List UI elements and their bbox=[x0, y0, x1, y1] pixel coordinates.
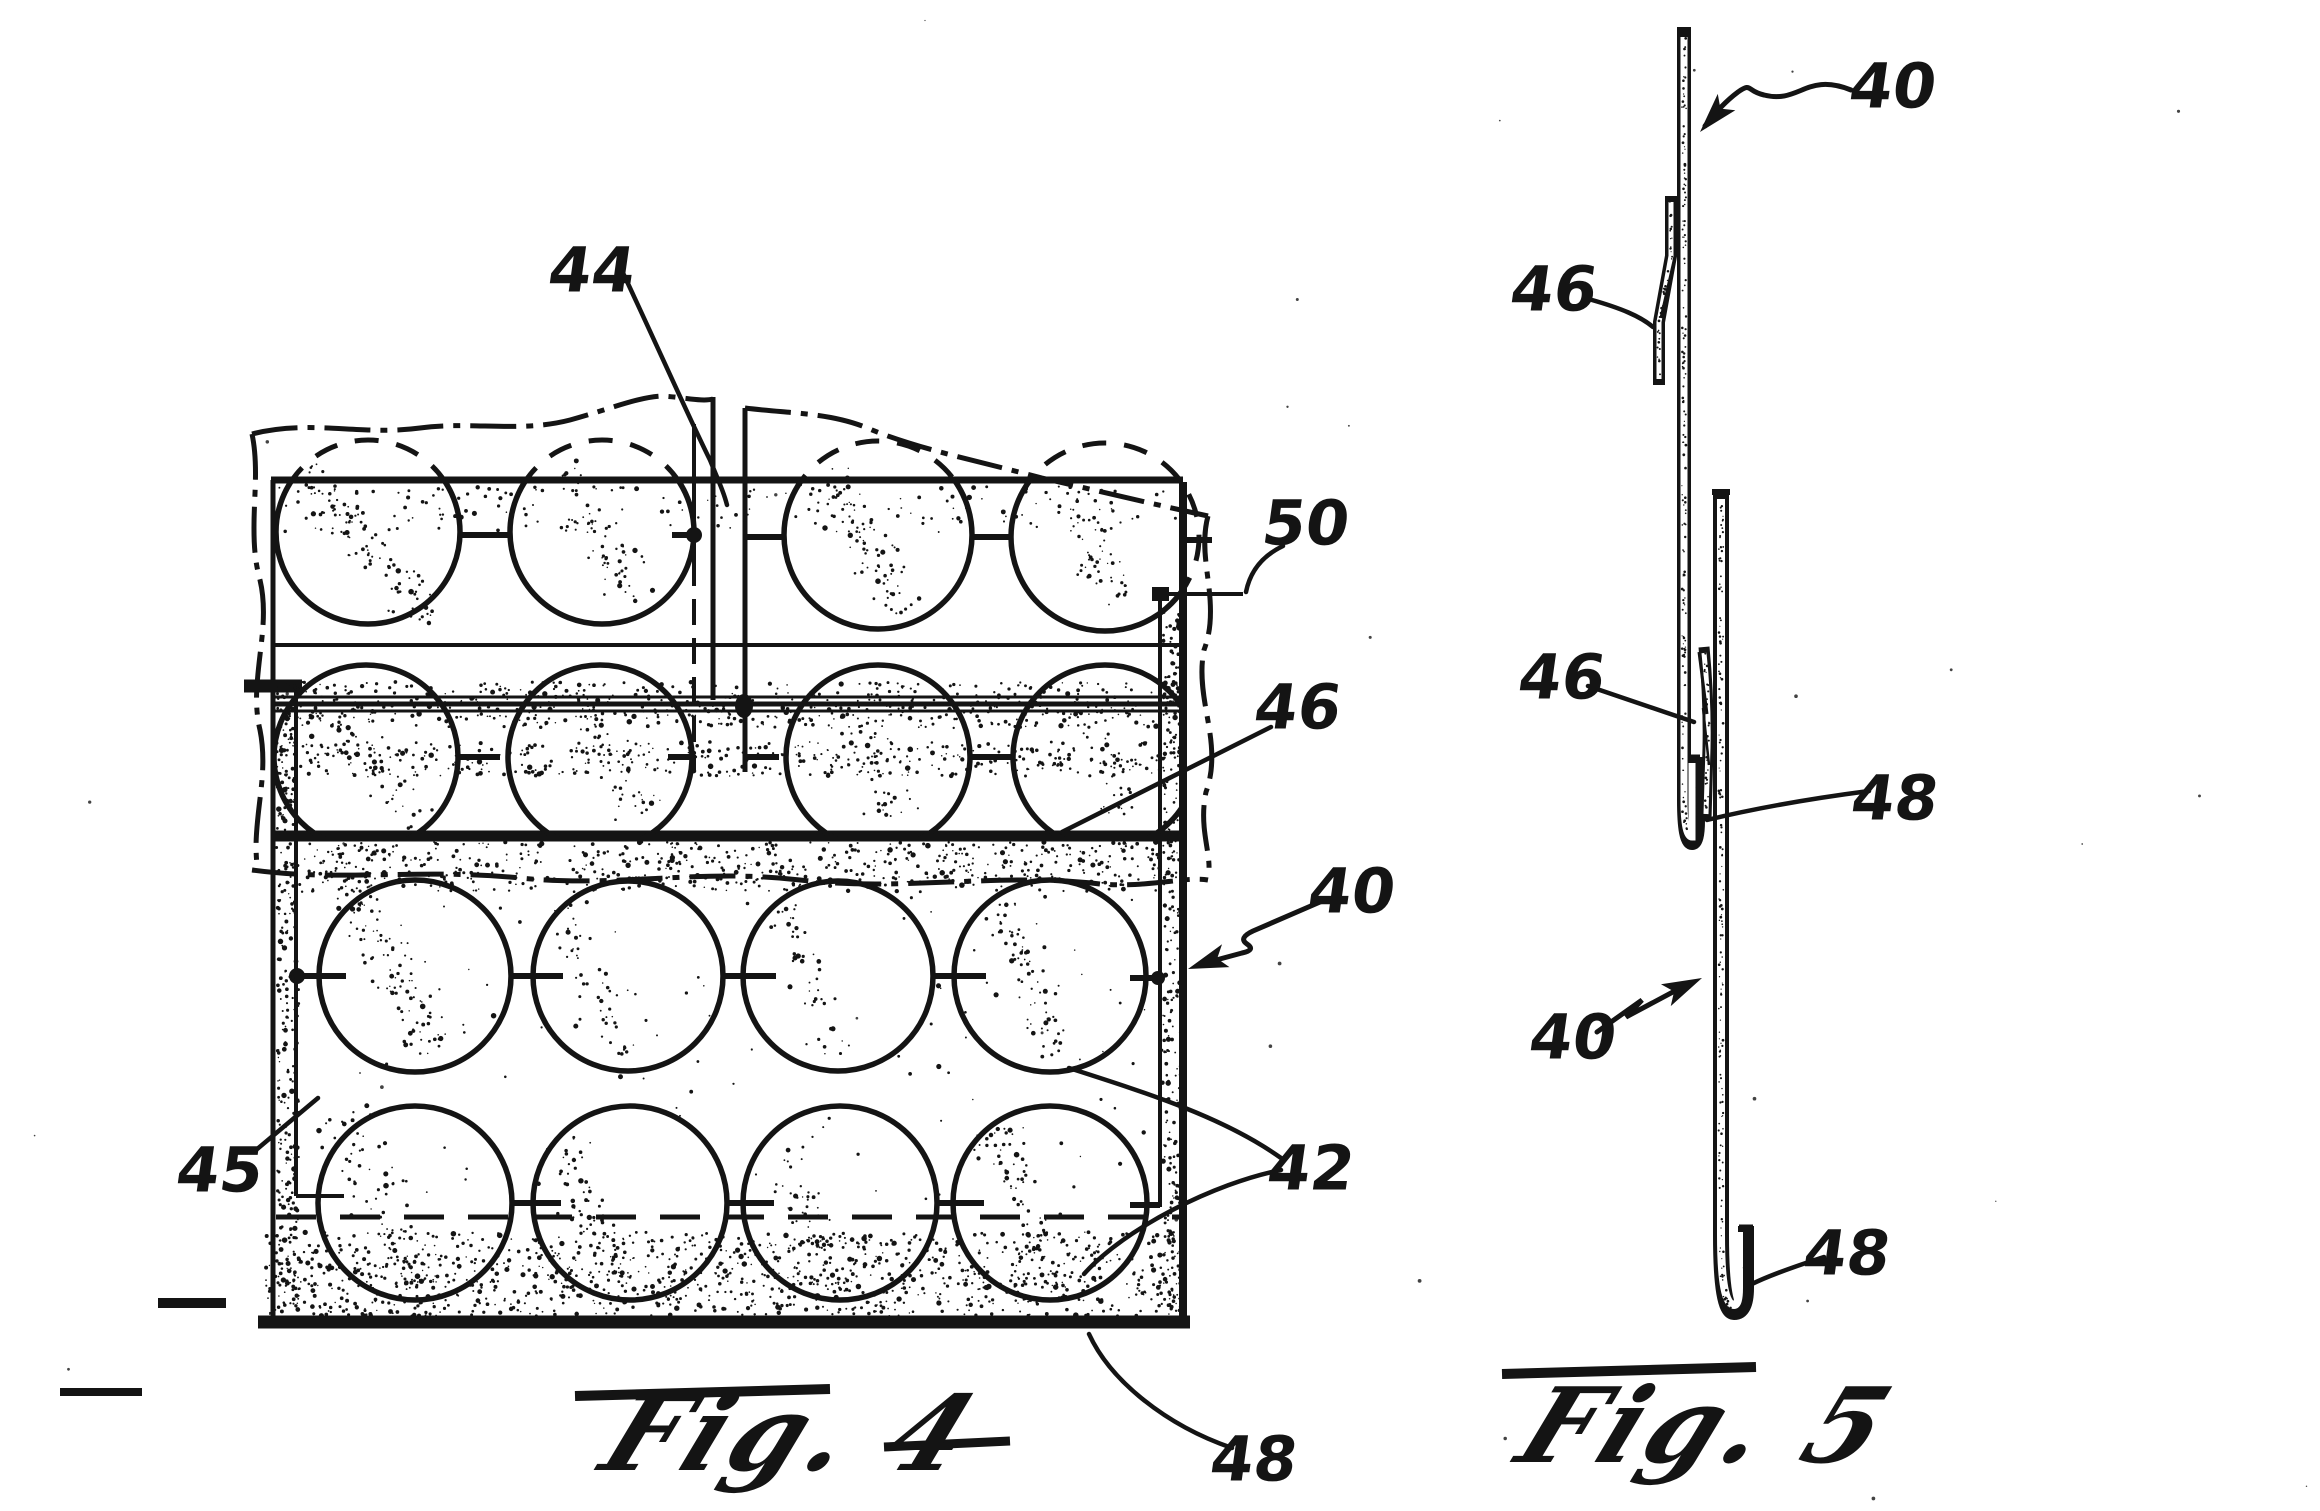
leader-arrow-40-lower bbox=[1594, 982, 1689, 1035]
leader-line-46 bbox=[1059, 724, 1274, 835]
shake-circle bbox=[315, 1103, 515, 1303]
shake-circle bbox=[274, 480, 463, 627]
leader-arrow-40-top bbox=[1702, 82, 1854, 129]
ref-label-46: 46 bbox=[1250, 671, 1346, 744]
torn-edge-left bbox=[249, 433, 266, 873]
clip-46-upper bbox=[1653, 196, 1678, 385]
shake-circle bbox=[783, 662, 973, 838]
leader-line-50 bbox=[1243, 543, 1286, 595]
arrowhead-40 bbox=[1188, 944, 1230, 969]
lower-panel-section bbox=[1712, 489, 1754, 1321]
title-tail-line bbox=[883, 1436, 1011, 1452]
shake-circle bbox=[1010, 662, 1181, 838]
figure-4: 44 50 46 40 42 45 48 Fig. 4 bbox=[60, 234, 1400, 1496]
upper-panel-section bbox=[1677, 27, 1705, 851]
ref-label-44: 44 bbox=[544, 234, 640, 307]
leader-line-46-mid bbox=[1585, 683, 1697, 725]
clip-bend-crease-2 bbox=[1701, 707, 1711, 766]
leader-line-44 bbox=[620, 270, 730, 508]
ref-label-40: 40 bbox=[1304, 855, 1400, 928]
shake-circles-main-panel bbox=[315, 877, 1150, 1303]
ref-label-48: 48 bbox=[1206, 1423, 1302, 1496]
ref-label-40-top: 40 bbox=[1845, 50, 1941, 123]
side-lap-line-50 bbox=[1152, 587, 1243, 1207]
shake-circle bbox=[505, 662, 695, 838]
ref-label-48-mid: 48 bbox=[1847, 762, 1943, 835]
side-lap-joint-44 bbox=[686, 397, 753, 772]
figure-5-title: Fig. 5 bbox=[1499, 1364, 1912, 1487]
ref-label-46-top: 46 bbox=[1506, 253, 1602, 326]
title-overline bbox=[1501, 1362, 1757, 1379]
shake-circles-hidden-arcs bbox=[273, 437, 1202, 634]
leader-line-42-upper bbox=[1066, 1065, 1284, 1161]
shake-circle bbox=[530, 1103, 730, 1303]
figure-4-title: Fig. 4 bbox=[583, 1372, 996, 1495]
stipple-texture bbox=[264, 458, 1184, 1319]
paper-noise bbox=[33, 19, 2308, 1501]
shake-alignment-ticks bbox=[303, 532, 1212, 1208]
leader-arrow-40 bbox=[1202, 896, 1330, 966]
nailing-flange-45 bbox=[294, 686, 344, 1198]
arrowhead-40-top bbox=[1700, 93, 1736, 132]
shake-circle bbox=[274, 662, 461, 838]
ref-label-48-lower: 48 bbox=[1799, 1217, 1895, 1290]
leader-line-45 bbox=[253, 1095, 321, 1153]
figure-5-title-group: Fig. 5 bbox=[1499, 1362, 1912, 1487]
ref-label-46-mid: 46 bbox=[1514, 641, 1610, 714]
figure-5: 40 46 46 48 40 48 Fig. 5 bbox=[1499, 27, 1943, 1487]
leader-line-42-lower bbox=[1081, 1167, 1284, 1277]
leader-line-48-mid bbox=[1704, 788, 1872, 823]
figure-4-callouts: 44 50 46 40 42 45 48 bbox=[172, 234, 1400, 1496]
ref-label-40-lower: 40 bbox=[1525, 1001, 1621, 1074]
ref-label-50: 50 bbox=[1258, 487, 1354, 560]
shake-circle bbox=[316, 877, 514, 1075]
ref-label-45: 45 bbox=[172, 1134, 268, 1207]
title-overline bbox=[574, 1384, 831, 1401]
arrowhead-40-lower bbox=[1660, 978, 1702, 1007]
torn-edge-top-left bbox=[251, 393, 714, 437]
leader-line-48 bbox=[1086, 1331, 1235, 1451]
leader-line-48-lower bbox=[1749, 1254, 1827, 1287]
torn-edge-bottom bbox=[251, 867, 1209, 888]
torn-edge-phantom-outline bbox=[60, 393, 1215, 1396]
torn-edge-top-right bbox=[744, 405, 1209, 519]
section-stipple bbox=[1656, 31, 1750, 1312]
torn-edge-right bbox=[1199, 515, 1215, 878]
figure-4-title-group: Fig. 4 bbox=[574, 1372, 1011, 1495]
figure-5-callouts: 40 46 46 48 40 48 bbox=[1506, 50, 1943, 1290]
leader-line-46-top bbox=[1589, 297, 1656, 330]
ref-label-42: 42 bbox=[1263, 1132, 1359, 1205]
